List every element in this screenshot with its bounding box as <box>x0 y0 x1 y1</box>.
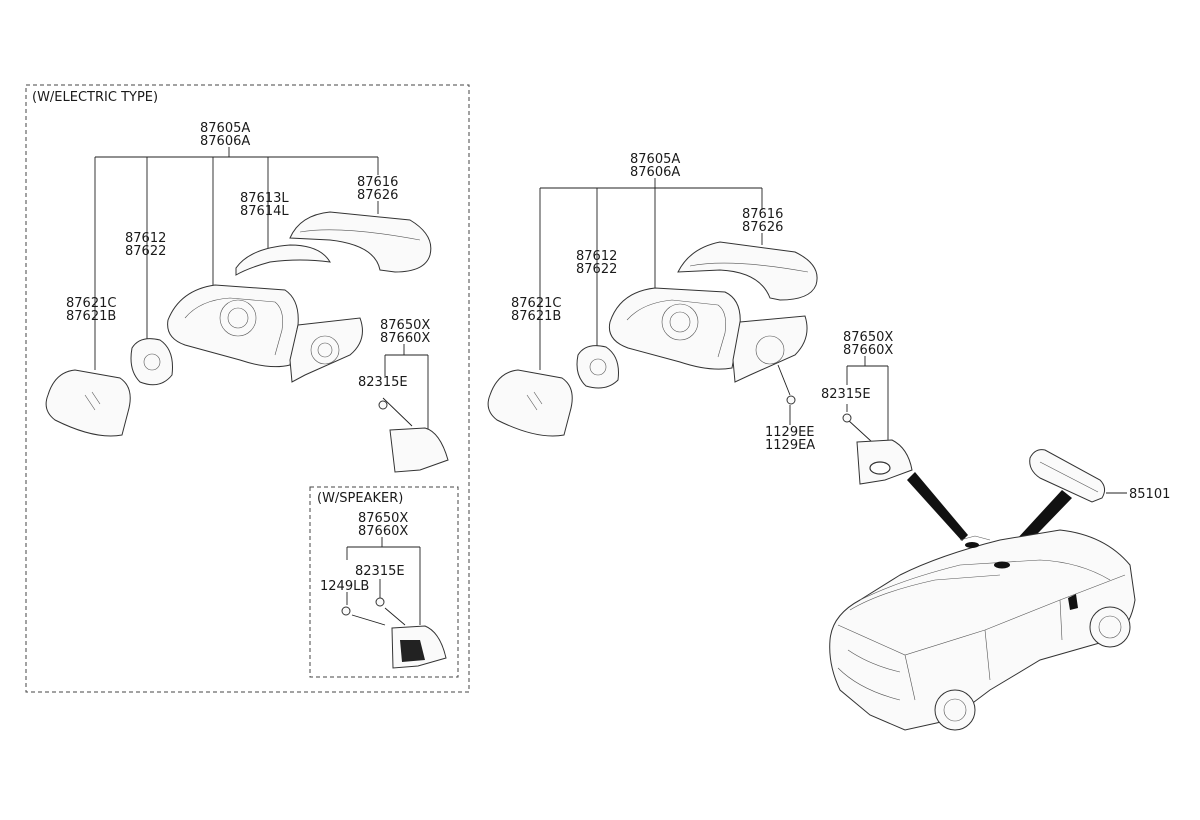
left-assembly-label-1: 87605A <box>200 121 250 136</box>
left-assembly-leader <box>94 147 379 370</box>
speaker-clip <box>375 597 385 607</box>
left-actuator-label-2: 87622 <box>125 244 166 259</box>
speaker-screw-label: 1249LB <box>320 579 369 594</box>
right-assembly-label-1: 87605A <box>630 152 680 167</box>
right-mirror-glass <box>487 369 573 437</box>
left-mirror-glass <box>45 369 131 437</box>
left-glass-label-1: 87621C <box>66 296 116 311</box>
left-cover-label-1: 87616 <box>357 175 398 190</box>
right-actuator-label-2: 87622 <box>576 262 617 277</box>
right-actuator <box>576 345 619 389</box>
right-bolt-label-2: 1129EA <box>765 438 815 453</box>
right-mirror-bracket <box>732 315 808 383</box>
left-inner-cover-label-2: 87660X <box>380 331 430 346</box>
left-cover-label-2: 87626 <box>357 188 398 203</box>
left-mirror-cover <box>289 211 432 273</box>
right-inner-cover-label-2: 87660X <box>843 343 893 358</box>
electric-type-label: (W/ELECTRIC TYPE) <box>32 90 158 105</box>
right-inner-cover-label-1: 87650X <box>843 330 893 345</box>
right-bolt-label-1: 1129EE <box>765 425 815 440</box>
left-mirror-housing <box>167 284 299 368</box>
left-inner-cover-label-1: 87650X <box>380 318 430 333</box>
pointer-wedge-1 <box>907 472 968 541</box>
left-clip <box>378 400 388 410</box>
speaker-screw <box>341 606 351 616</box>
right-bolt <box>786 395 796 405</box>
speaker-inner-cover-label-1: 87650X <box>358 511 408 526</box>
left-inner-cover <box>389 427 449 473</box>
left-assembly-label-2: 87606A <box>200 134 250 149</box>
right-speaker-opening <box>869 461 891 475</box>
right-glass-label-2: 87621B <box>511 309 561 324</box>
right-assembly-leader <box>539 178 763 370</box>
speaker-label: (W/SPEAKER) <box>317 491 403 506</box>
right-actuator-label-1: 87612 <box>576 249 617 264</box>
right-mirror-cover <box>677 241 818 301</box>
room-mirror-label: 85101 <box>1129 487 1170 502</box>
right-clip <box>842 413 852 423</box>
right-assembly-label-2: 87606A <box>630 165 680 180</box>
speaker-clip-label: 82315E <box>355 564 405 579</box>
left-actuator-label-1: 87612 <box>125 231 166 246</box>
left-glass-label-2: 87621B <box>66 309 116 324</box>
left-garnish <box>235 244 331 276</box>
speaker-inner-cover-label-2: 87660X <box>358 524 408 539</box>
left-mirror-bracket <box>289 317 363 383</box>
car-illustration <box>829 529 1136 731</box>
right-clip-label: 82315E <box>821 387 871 402</box>
left-clip-label: 82315E <box>358 375 408 390</box>
left-actuator <box>130 338 173 386</box>
speaker-frame <box>309 486 459 678</box>
left-garnish-label-1: 87613L <box>240 191 289 206</box>
left-garnish-label-2: 87614L <box>240 204 289 219</box>
right-glass-label-1: 87621C <box>511 296 561 311</box>
speaker-grille <box>400 640 425 662</box>
right-cover-label-2: 87626 <box>742 220 783 235</box>
right-cover-label-1: 87616 <box>742 207 783 222</box>
